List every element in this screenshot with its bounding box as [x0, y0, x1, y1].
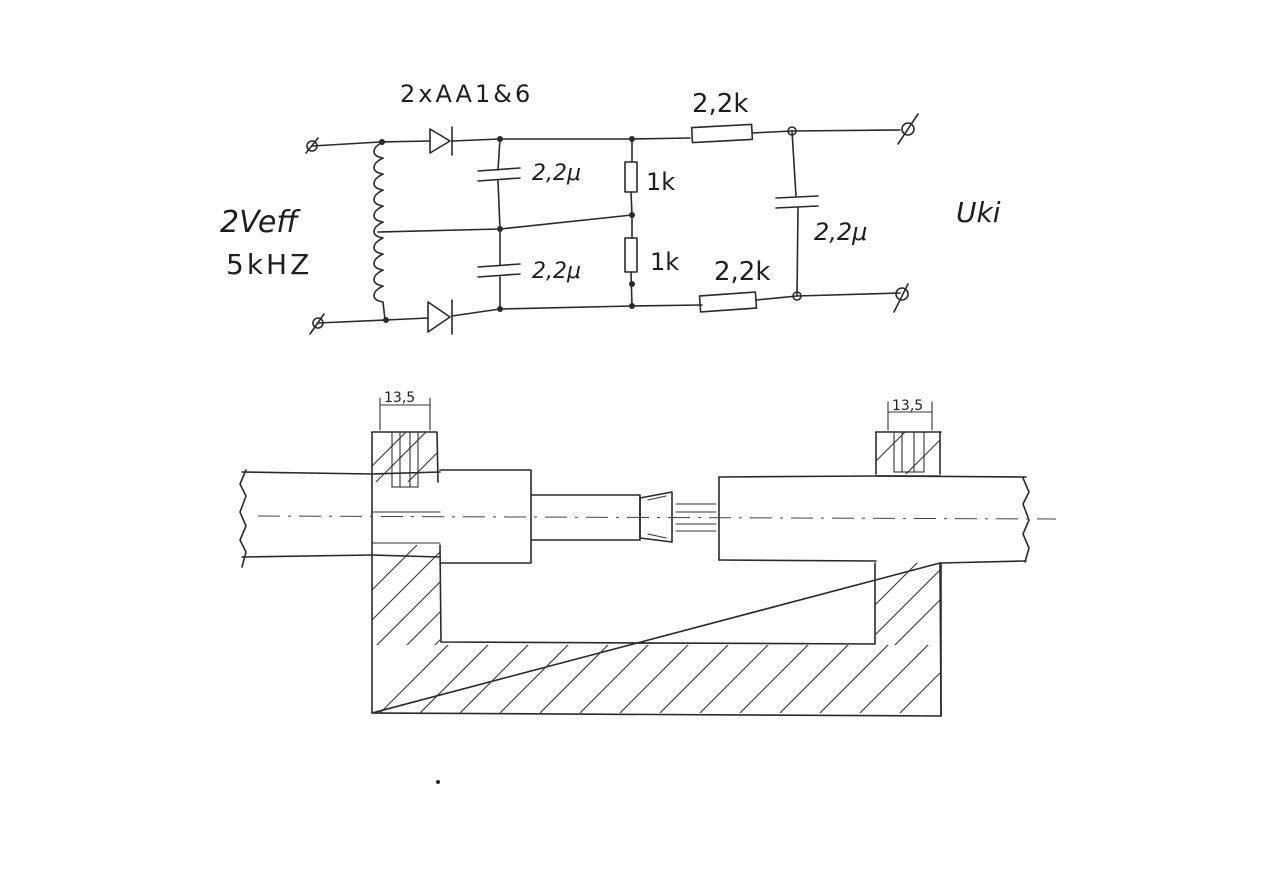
left-post-hatch	[372, 545, 440, 645]
output-voltage-label: Uki	[956, 196, 1001, 229]
right-top-hatch	[876, 432, 940, 474]
output-terminal-top	[897, 113, 919, 145]
res-top-label: 1k	[646, 168, 675, 196]
right-shaft	[718, 475, 1030, 564]
output-capacitor-icon	[775, 126, 819, 301]
dimension-right: 13,5	[887, 398, 933, 431]
source-voltage-label: 2Veff	[220, 205, 301, 240]
left-top-hatch	[372, 432, 437, 482]
capacitor-bottom-icon	[477, 228, 521, 310]
resistor-bottom-1k-icon	[624, 214, 638, 307]
cap-bottom-label: 2,2μ	[532, 259, 581, 284]
res-bottom-label: 1k	[650, 248, 679, 276]
output-cap-label: 2,2μ	[814, 218, 867, 246]
frame-outline	[371, 431, 942, 717]
base-hatch	[379, 645, 941, 713]
bottom-rail-wire	[317, 292, 901, 324]
circuit-schematic: 2xAA1&6 2Veff 5kHZ 2,2μ 2,2μ 1k 1k 2,2k …	[220, 80, 1001, 335]
diode-type-label: 2xAA1&6	[400, 80, 533, 108]
source-frequency-label: 5kHZ	[226, 248, 312, 281]
input-terminal-bottom	[309, 313, 325, 335]
paper-speck	[436, 780, 440, 784]
dim-right-label: 13,5	[892, 398, 923, 414]
transformer-coil-icon	[373, 139, 389, 323]
middle-rail-wire	[377, 214, 633, 233]
dim-left-label: 13,5	[384, 390, 415, 406]
series-resistor-top-icon	[690, 123, 754, 144]
capacitor-top-icon	[477, 138, 521, 230]
right-screw-icon	[893, 431, 925, 473]
series-res-bottom-label: 2,2k	[714, 257, 770, 287]
diode-top-icon	[429, 126, 453, 156]
mechanical-drawing: 13,5 13,5	[239, 390, 1057, 717]
output-terminal-bottom	[893, 283, 909, 313]
input-terminal-top	[305, 137, 319, 154]
diode-bottom-icon	[427, 299, 453, 335]
coupling-icon	[639, 491, 717, 543]
dimension-left: 13,5	[379, 390, 431, 431]
resistor-top-1k-icon	[624, 138, 638, 216]
series-res-top-label: 2,2k	[692, 89, 748, 119]
right-post-hatch	[875, 563, 941, 645]
series-resistor-bottom-icon	[698, 291, 758, 313]
centerline	[257, 515, 1057, 520]
top-rail-wire	[311, 129, 901, 147]
left-screw-icon	[391, 431, 419, 488]
cap-top-label: 2,2μ	[532, 161, 581, 186]
